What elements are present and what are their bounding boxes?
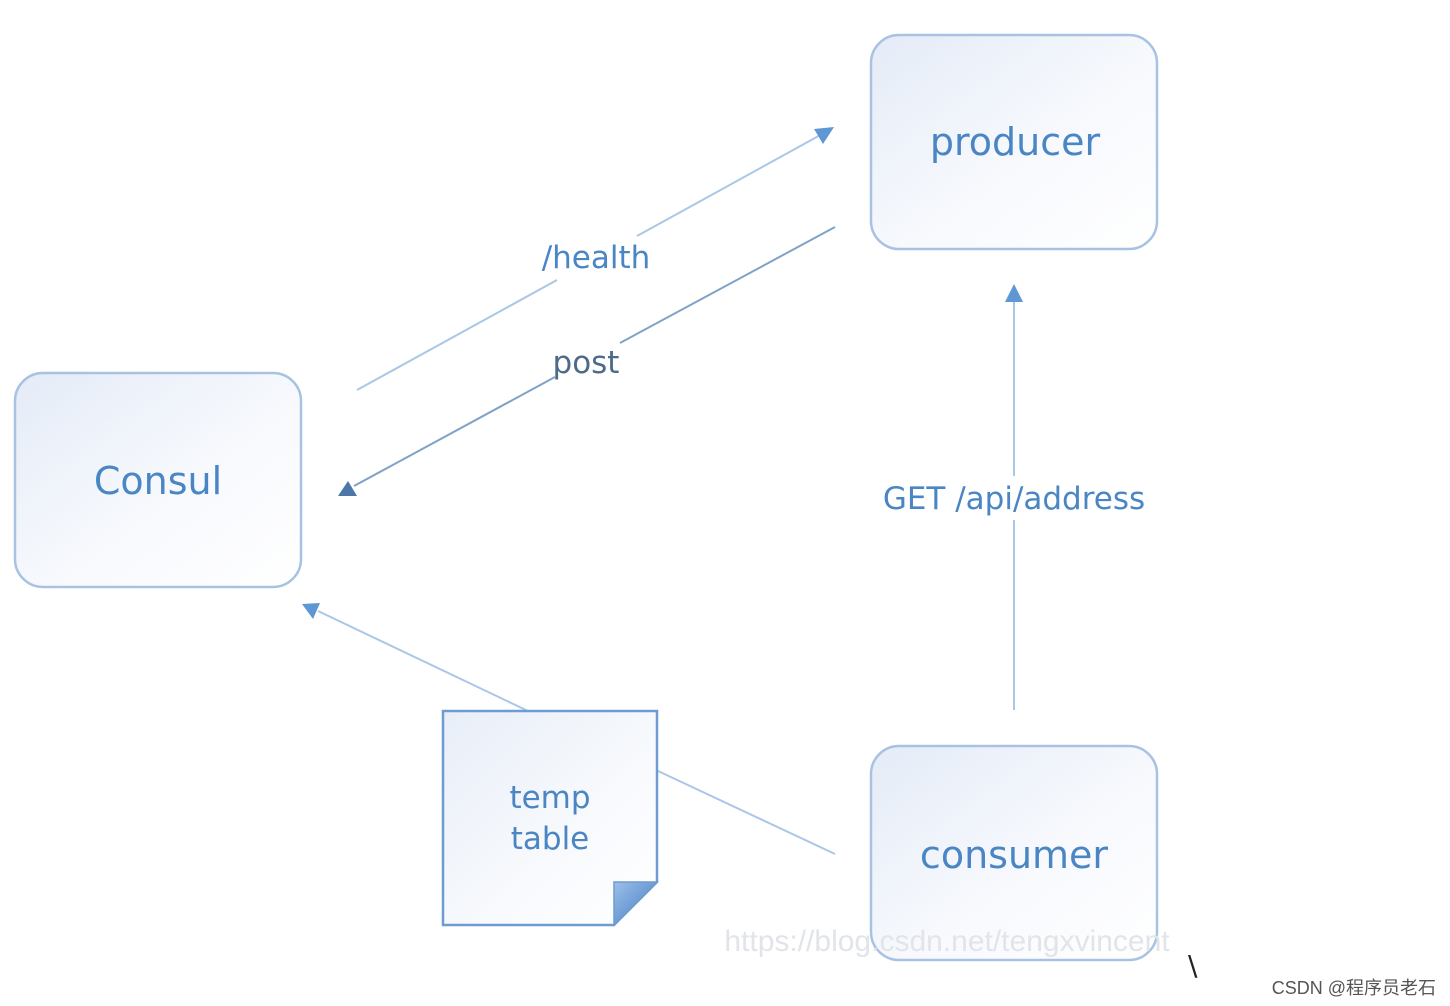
node-temp-table: temp table <box>441 709 659 927</box>
node-producer: producer <box>869 33 1159 251</box>
edge-health: /health <box>356 127 834 391</box>
node-consul: Consul <box>13 371 303 589</box>
node-label-consul: Consul <box>94 459 222 503</box>
arrowhead-to-producer <box>814 127 834 144</box>
arrowhead-up-to-producer <box>1005 284 1023 302</box>
edge-get-address: GET /api/address <box>883 284 1145 710</box>
edge-label-health: /health <box>542 240 651 276</box>
edge-temp-to-consul <box>302 603 529 712</box>
note-fold <box>613 881 659 927</box>
node-label-temp: temp <box>509 780 590 816</box>
node-label-consumer: consumer <box>920 833 1109 877</box>
edge-post: post <box>338 226 836 496</box>
node-label-producer: producer <box>930 120 1101 164</box>
arrowhead-temp-to-consul <box>302 603 320 619</box>
node-consumer: consumer <box>869 744 1159 962</box>
stray-backslash-mark: \ <box>1188 949 1198 982</box>
edge-label-post: post <box>553 345 620 381</box>
watermark-url: https://blog.csdn.net/tengxvincent <box>724 925 1170 958</box>
arrowhead-to-consul <box>338 481 357 496</box>
edge-label-get-address: GET /api/address <box>883 481 1145 517</box>
node-label-table: table <box>511 821 590 857</box>
edge-consumer-to-temp <box>657 770 836 855</box>
footer-credit: CSDN @程序员老石 <box>1271 978 1436 998</box>
